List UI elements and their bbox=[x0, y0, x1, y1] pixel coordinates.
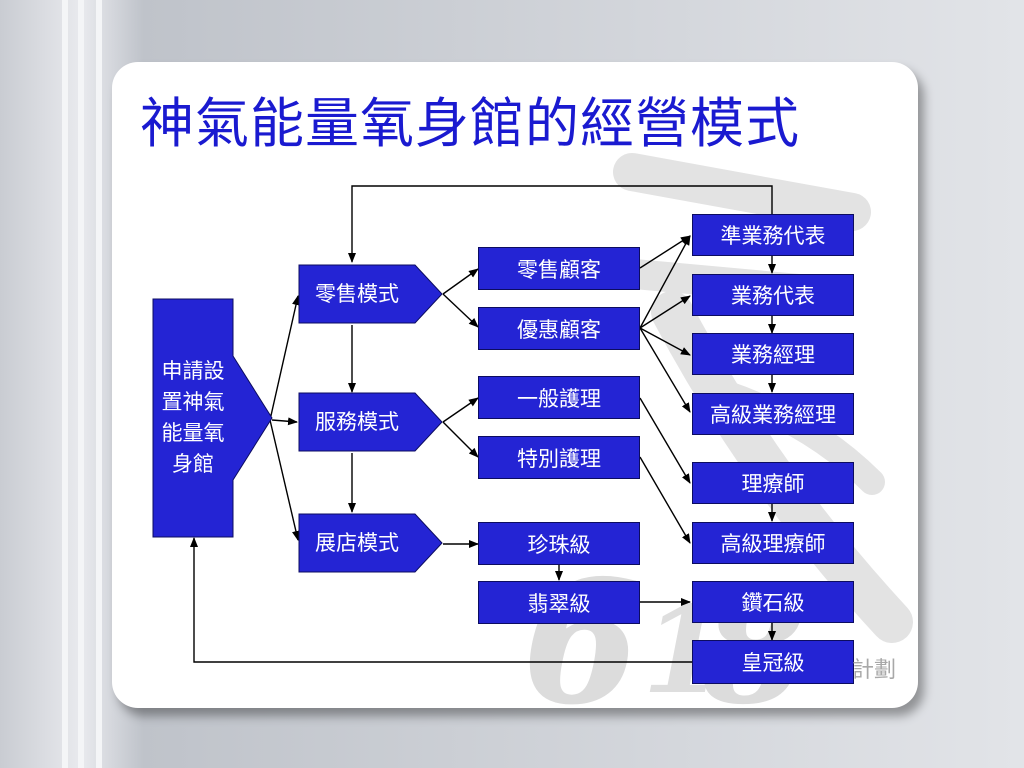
mode-store[interactable]: 展店模式 bbox=[298, 513, 444, 573]
manager-box[interactable]: 業務經理 bbox=[692, 333, 854, 375]
pentagon-shape bbox=[298, 264, 443, 324]
mode-retail[interactable]: 零售模式 bbox=[298, 264, 444, 324]
mode-service-label: 服務模式 bbox=[315, 410, 399, 434]
special-care-box[interactable]: 特別護理 bbox=[478, 436, 640, 479]
pentagon-shape bbox=[298, 392, 443, 452]
page-title: 神氣能量氧身館的經營模式 bbox=[140, 92, 800, 155]
rep-box[interactable]: 業務代表 bbox=[692, 274, 854, 316]
pentagon-shape bbox=[298, 513, 443, 573]
quasi-rep-box[interactable]: 準業務代表 bbox=[692, 214, 854, 256]
senior-manager-box[interactable]: 高級業務經理 bbox=[692, 393, 854, 435]
apply-box[interactable]: 申請設置神氣能量氧身館 bbox=[161, 359, 225, 476]
apply-arrow-shape bbox=[152, 298, 273, 538]
retail-customer-box[interactable]: 零售顧客 bbox=[478, 247, 640, 290]
background-stripe bbox=[78, 0, 84, 768]
diamond-level-box[interactable]: 鑽石級 bbox=[692, 581, 854, 623]
svg-text:6: 6 bbox=[522, 543, 640, 708]
senior-therapist-box[interactable]: 高級理療師 bbox=[692, 522, 854, 564]
pearl-level-box[interactable]: 珍珠級 bbox=[478, 522, 640, 565]
general-care-box[interactable]: 一般護理 bbox=[478, 376, 640, 419]
mode-store-label: 展店模式 bbox=[315, 531, 399, 555]
mode-retail-label: 零售模式 bbox=[315, 282, 399, 306]
discount-customer-box[interactable]: 優惠顧客 bbox=[478, 307, 640, 350]
background-stripe bbox=[62, 0, 68, 768]
jade-level-box[interactable]: 翡翠級 bbox=[478, 581, 640, 624]
therapist-box[interactable]: 理療師 bbox=[692, 462, 854, 504]
mode-service[interactable]: 服務模式 bbox=[298, 392, 444, 452]
background-stripe bbox=[96, 0, 102, 768]
crown-level-box[interactable]: 皇冠級 bbox=[692, 640, 854, 684]
watermark-text: 計劃 bbox=[852, 658, 897, 683]
